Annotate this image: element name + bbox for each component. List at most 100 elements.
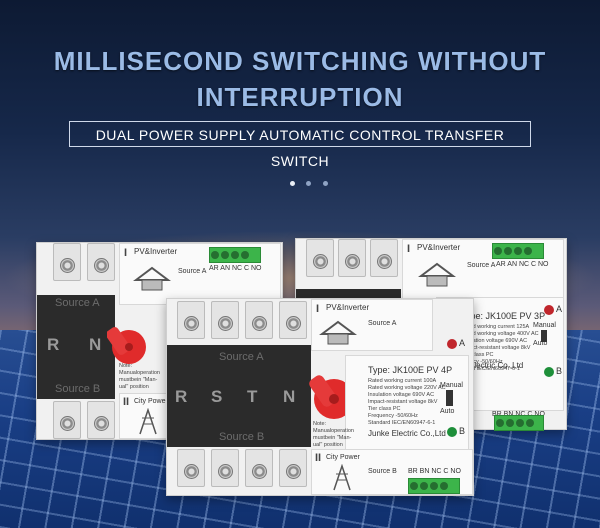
terminal-block [211, 449, 239, 487]
spec-line: Impact-resistant voltage 8kV [368, 399, 438, 405]
spec-line: Tier class PC [368, 406, 401, 412]
pole-s: S [211, 387, 223, 406]
terminal-block [338, 239, 366, 277]
rotary-knob[interactable] [309, 369, 359, 425]
note-line: Note: [119, 363, 133, 369]
maker-label: Electric Co.,Ltd [469, 361, 524, 370]
led-a-label: A [556, 304, 563, 314]
led-b-indicator [447, 427, 457, 437]
city-power-label: City Power [326, 454, 360, 461]
pole-r: R [47, 335, 60, 354]
led-b-label: B [556, 366, 563, 376]
led-a-label: A [459, 338, 466, 348]
terminal-block [87, 243, 115, 281]
source-a-text: Source A [219, 351, 264, 363]
carousel-dot-2[interactable] [306, 181, 312, 186]
source-b-label: Source B [368, 468, 397, 475]
power-tower-icon [333, 464, 351, 491]
spec-line: Standard IEC/EN60947-6-1 [368, 420, 436, 426]
note-line: Manualoperation [119, 370, 160, 376]
terminal-block [53, 401, 81, 439]
carousel-dots[interactable] [290, 173, 335, 191]
manual-auto-switch[interactable] [446, 390, 453, 406]
model-type: JK100E PV 4P [392, 365, 453, 375]
terminal-block [177, 301, 205, 339]
note-line: Note: [313, 421, 327, 427]
manual-label: Manual [440, 382, 463, 389]
led-a-indicator [544, 305, 554, 315]
manual-auto-switch[interactable] [541, 330, 547, 342]
carousel-dot-1[interactable] [290, 181, 295, 186]
carousel-dot-3[interactable] [322, 181, 328, 186]
led-b-label: B [459, 426, 466, 436]
spec-line: ndard IEC/EN60947-6-1 [461, 366, 521, 372]
pole-n: N [283, 387, 296, 406]
control-terminal [492, 243, 544, 259]
switch-housing: Source A R N Source B [37, 295, 115, 399]
pole-n: N [89, 335, 102, 354]
note-line: ual" position [313, 442, 343, 448]
spec-line: Tier class PC [461, 352, 494, 358]
house-icon [418, 262, 456, 287]
control-terminal [408, 478, 460, 494]
city-power-panel: II City Power Source B BR BN NC C NO [311, 449, 473, 495]
spec-line: Rated working voltage 220V AC [368, 385, 446, 391]
pv-label: PV&Inverter [134, 247, 178, 256]
led-a-indicator [447, 339, 457, 349]
manual-label: Manual [533, 322, 556, 329]
note-line: Manualoperation [313, 428, 354, 434]
city-power-label: City Power [134, 398, 168, 405]
switch-housing: Source A R S T N Source B [167, 345, 311, 447]
note-line: mustbein "Man- [119, 377, 158, 383]
terminal-block [177, 449, 205, 487]
maker-label: Junke Electric Co.,Ltd [368, 429, 446, 438]
terminal-block [87, 401, 115, 439]
model-type: JK100E PV 3P [485, 311, 546, 321]
pv-label-panel: I PV&Inverter Source A [311, 299, 433, 351]
house-icon [133, 266, 171, 291]
pv-label: PV&Inverter [417, 243, 461, 252]
spec-panel: Type: JK100E PV 4P Rated working current… [345, 355, 469, 459]
auto-label: Auto [533, 340, 548, 347]
terminal-label-top: AR AN NC C NO [496, 261, 549, 268]
city-power-panel: II City Power [119, 393, 175, 439]
spec-line: quency -50/60Hz [461, 359, 503, 365]
spec-line: Rated working current 125A [461, 324, 530, 330]
terminal-block [245, 301, 273, 339]
terminal-block [279, 301, 307, 339]
spec-line: Rated working voltage 400V AC [461, 331, 539, 337]
type-prefix: Type: [368, 365, 391, 375]
note-line: mustbein "Man- [313, 435, 352, 441]
pole-r: R [175, 387, 188, 406]
terminal-label: BR BN NC C NO [408, 468, 461, 475]
spec-line: Frequency -50/60Hz [368, 413, 418, 419]
terminal-label: AR AN NC C NO [209, 265, 262, 272]
switch-device-4p: I PV&Inverter Source A Source A R S T N … [166, 298, 474, 496]
power-tower-icon [139, 408, 157, 435]
source-a-text: Source A [55, 297, 100, 309]
terminal-label-bottom: BR BN NC C NO [492, 411, 545, 419]
note-line: ual" position [119, 384, 149, 390]
spec-line: Impact-resistant voltage 8kV [461, 345, 531, 351]
headline-line-2: INTERRUPTION [196, 82, 404, 112]
rotary-knob[interactable] [107, 321, 151, 369]
control-terminal [494, 415, 544, 431]
pole-t: T [247, 387, 258, 406]
source-a-label: Source A [467, 262, 496, 269]
headline-line-1: MILLISECOND SWITCHING WITHOUT [53, 46, 547, 76]
terminal-block [211, 301, 239, 339]
terminal-block [245, 449, 273, 487]
spec-line: Insulation voltage 690V AC [368, 392, 435, 398]
source-a-label: Source A [178, 268, 207, 275]
spec-line: Rated working current 100A [368, 378, 437, 384]
control-terminal [209, 247, 261, 263]
spec-line: Insulation voltage 690V AC [461, 338, 528, 344]
terminal-block [279, 449, 307, 487]
source-a-label: Source A [368, 320, 397, 327]
auto-label: Auto [440, 408, 455, 415]
terminal-block [370, 239, 398, 277]
house-icon [319, 320, 357, 345]
pv-label: PV&Inverter [326, 303, 370, 312]
subtitle: DUAL POWER SUPPLY AUTOMATIC CONTROL TRAN… [69, 121, 531, 169]
